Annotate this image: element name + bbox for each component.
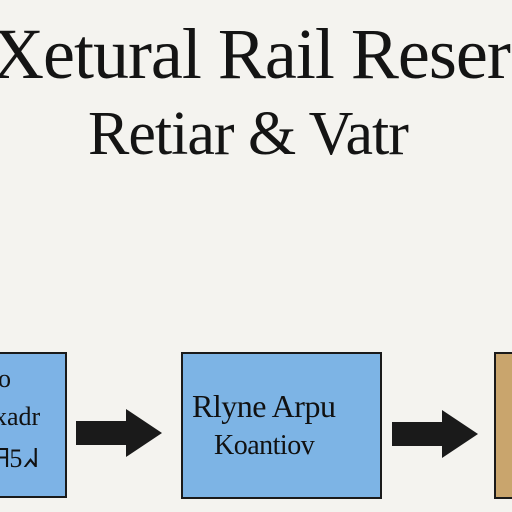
right-arrow-icon xyxy=(392,410,478,458)
left-box-text-1: o xyxy=(0,364,11,393)
left-box-text-3: ᖷ5᠎ᖽ xyxy=(0,444,38,473)
right-process-box xyxy=(494,352,512,499)
center-box-subtitle: Koantiov xyxy=(214,430,315,461)
center-box-title: Rlyne Arpu xyxy=(192,388,336,424)
right-arrow-icon xyxy=(76,409,162,457)
title-line-2: Retiar & Vatr xyxy=(88,100,409,168)
left-process-box xyxy=(0,352,67,498)
left-box-text-2: xadr xyxy=(0,402,41,431)
title-line-1: Xetural Rail Reser xyxy=(0,14,511,94)
center-process-box xyxy=(181,352,382,499)
